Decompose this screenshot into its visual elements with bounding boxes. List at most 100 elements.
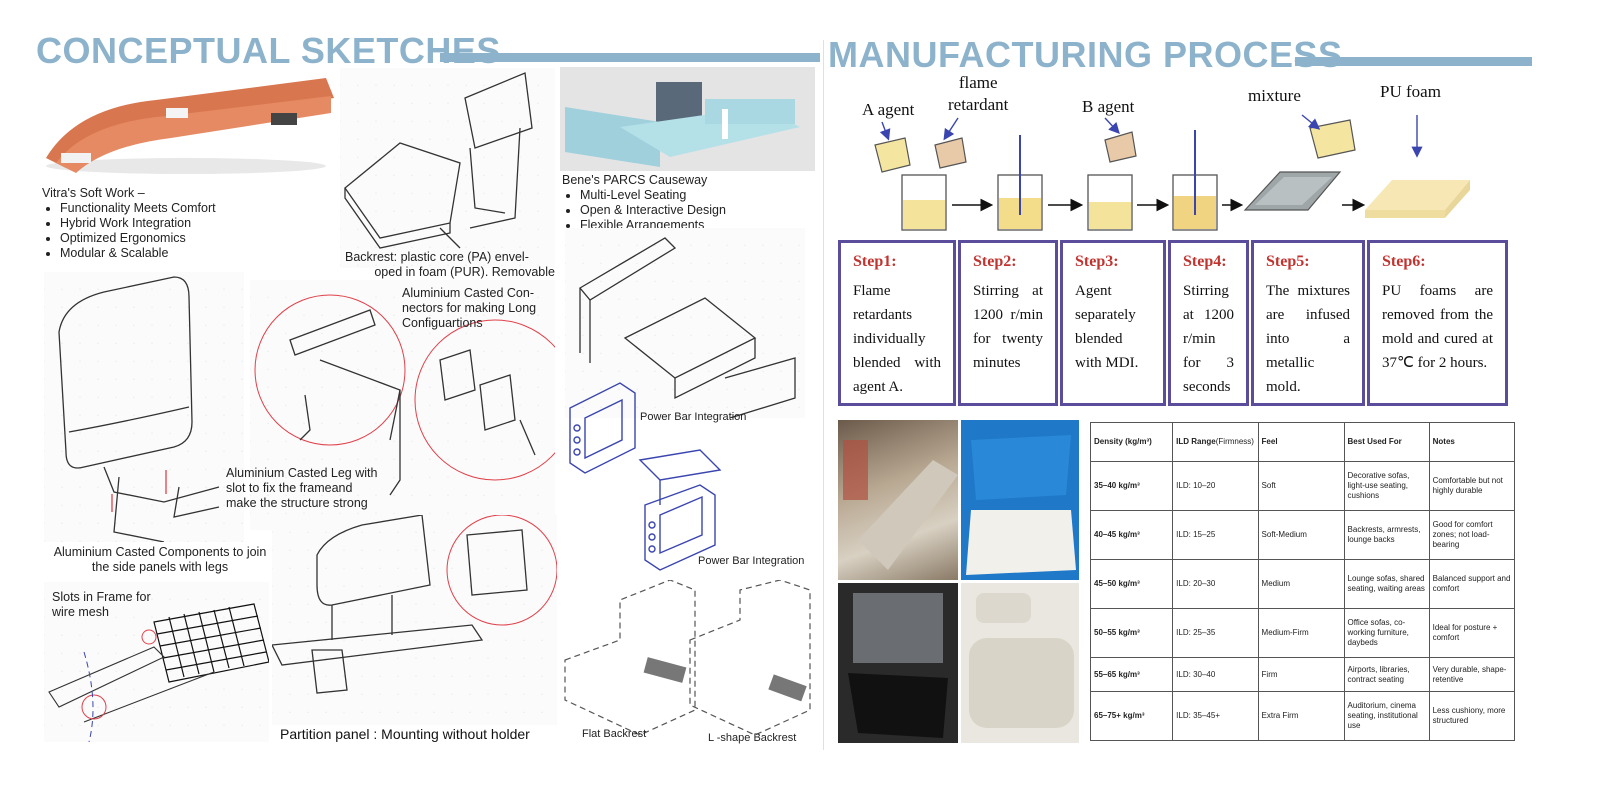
bene-caption: Bene's PARCS Causeway Multi-Level Seatin…	[562, 173, 817, 233]
label-a-agent: A agent	[862, 100, 915, 119]
header-ild: ILD Range(Firmness)	[1172, 422, 1259, 462]
cell-ild: ILD: 20–30	[1172, 559, 1259, 609]
table-row: 55–65 kg/m³ ILD: 30–40 Firm Airports, li…	[1089, 657, 1516, 692]
vitra-caption: Vitra's Soft Work – Functionality Meets …	[42, 186, 302, 261]
process-drawing	[874, 114, 1470, 231]
step-1-text: Flame retardants individually blended wi…	[853, 283, 941, 395]
step-5-title: Step5:	[1266, 253, 1310, 270]
density-table-wrapper: Density (kg/m³) ILD Range(Firmness) Feel…	[1089, 422, 1516, 741]
label-flame-line2: retardant	[948, 95, 1009, 114]
bene-bullet: Open & Interactive Design	[580, 203, 817, 218]
step-2-text: Stirring at 1200 r/min for twenty minute…	[973, 283, 1043, 371]
vitra-heading: Vitra's Soft Work –	[42, 186, 145, 200]
table-row: 50–55 kg/m³ ILD: 25–35 Medium-Firm Offic…	[1089, 608, 1516, 658]
manufacturing-process-title: MANUFACTURING PROCESS	[828, 34, 1343, 75]
cell-notes: Less cushiony, more structured	[1428, 691, 1516, 741]
cell-feel: Firm	[1257, 657, 1345, 692]
cell-best-used: Auditorium, cinema seating, institutiona…	[1343, 691, 1430, 741]
vitra-bullet: Optimized Ergonomics	[60, 231, 302, 246]
step-1-box: Step1: Flame retardants individually ble…	[838, 240, 956, 406]
photo-blue-mold-drawing	[966, 435, 1076, 575]
side-panel-drawing	[58, 276, 220, 543]
components-note-line2: the side panels with legs	[91, 560, 229, 574]
photo-mold-open-drawing	[848, 593, 948, 738]
cell-notes: Ideal for posture + comfort	[1428, 608, 1516, 658]
cell-notes: Balanced support and comfort	[1428, 559, 1516, 609]
backrest-note-line2: oped in foam (PUR). Removable	[374, 265, 555, 279]
header-firmness-text: (Firmness)	[1215, 437, 1254, 446]
cell-density: 50–55 kg/m³	[1089, 608, 1174, 658]
vitra-bullet: Functionality Meets Comfort	[60, 201, 302, 216]
step-1-title: Step1:	[853, 253, 897, 270]
bene-heading: Bene's PARCS Causeway	[562, 173, 708, 187]
photo-blue-mold	[961, 420, 1079, 580]
power-bar-1-drawing	[569, 382, 636, 474]
title-bar-right	[1295, 57, 1532, 66]
partition-drawing	[270, 514, 558, 694]
table-row: 65–75+ kg/m³ ILD: 35–45+ Extra Firm Audi…	[1089, 691, 1516, 741]
power-bar-label-1: Power Bar Integration	[640, 411, 747, 423]
cell-density: 35–40 kg/m³	[1089, 461, 1174, 511]
photo-pouring-drawing	[843, 440, 958, 570]
connectors-note-line3: Configuartions	[402, 316, 483, 330]
backrest-options-sketch	[560, 579, 815, 740]
sofa-illustration	[46, 78, 334, 174]
backrest-note: Backrest: plastic core (PA) envel- oped …	[345, 250, 555, 280]
cell-best-used: Airports, libraries, contract seating	[1343, 657, 1430, 692]
partition-note: Partition panel : Mounting without holde…	[280, 726, 530, 742]
leg-note-line2: slot to fix the frameand	[226, 481, 353, 495]
leg-note: Aluminium Casted Leg with slot to fix th…	[226, 466, 396, 511]
power-bar-1-sketch	[560, 378, 650, 478]
table-row: 35–40 kg/m³ ILD: 10–20 Soft Decorative s…	[1089, 461, 1516, 511]
leg-note-line3: make the structure strong	[226, 496, 368, 510]
label-flame-retardant: flame retardant	[948, 72, 1008, 116]
photo-pouring-mold	[838, 420, 958, 580]
step-4-text: Stirring at 1200 r/min for 3 seconds	[1183, 283, 1234, 395]
leg-note-line1: Aluminium Casted Leg with	[226, 466, 378, 480]
cell-ild: ILD: 25–35	[1172, 608, 1259, 658]
cell-feel: Soft-Medium	[1257, 510, 1345, 560]
vitra-bullet: Modular & Scalable	[60, 246, 302, 261]
flat-backrest-label: Flat Backrest	[582, 728, 647, 740]
process-illustration	[840, 110, 1520, 235]
cell-best-used: Lounge sofas, shared seating, waiting ar…	[1343, 559, 1430, 609]
connectors-note-line2: nectors for making Long	[402, 301, 537, 315]
label-mixture: mixture	[1248, 86, 1301, 105]
connectors-drawing	[254, 294, 576, 496]
partition-sketch	[270, 514, 558, 725]
step-3-box: Step3: Agent separately blended with MDI…	[1060, 240, 1166, 406]
step-6-text: PU foams are removed from the mold and c…	[1382, 283, 1493, 371]
conceptual-sketches-title: CONCEPTUAL SKETCHES	[36, 30, 501, 71]
photo-foam-drawing	[969, 593, 1074, 728]
label-pu-foam: PU foam	[1380, 82, 1441, 101]
cell-ild: ILD: 30–40	[1172, 657, 1259, 692]
photo-mold-open	[838, 583, 958, 743]
step-3-text: Agent separately blended with MDI.	[1075, 283, 1139, 371]
wire-mesh-sketch	[44, 582, 270, 743]
lshape-backrest-label: L -shape Backrest	[708, 732, 797, 744]
power-bar-label-2: Power Bar Integration	[698, 555, 805, 567]
wire-mesh-drawing	[48, 603, 270, 743]
cell-feel: Medium-Firm	[1257, 608, 1345, 658]
connectors-note-line1: Aluminium Casted Con-	[402, 286, 534, 300]
step-2-box: Step2: Stirring at 1200 r/min for twenty…	[958, 240, 1058, 406]
slots-note-line2: wire mesh	[52, 605, 109, 619]
cell-ild: ILD: 15–25	[1172, 510, 1259, 560]
cell-notes: Comfortable but not highly durable	[1428, 461, 1516, 511]
cell-feel: Soft	[1257, 461, 1345, 511]
vitra-bullet: Hybrid Work Integration	[60, 216, 302, 231]
slots-note-line1: Slots in Frame for	[52, 590, 151, 604]
cell-notes: Good for comfort zones; not load-bearing	[1428, 510, 1516, 560]
step-3-title: Step3:	[1075, 253, 1119, 270]
bene-parcs-image	[560, 67, 815, 171]
backrest-options-drawing	[564, 579, 811, 736]
header-ild-text: ILD Range	[1176, 437, 1216, 446]
header-best-used: Best Used For	[1343, 422, 1430, 462]
vitra-soft-work-image	[36, 68, 336, 178]
power-bar-2-sketch	[630, 445, 730, 575]
step-5-text: The mixtures are infused into a metallic…	[1266, 283, 1350, 395]
title-bar-left	[440, 53, 820, 62]
photo-foam-cushion	[961, 583, 1079, 743]
backrest-sketch-panel	[340, 68, 555, 268]
connectors-note: Aluminium Casted Con- nectors for making…	[402, 286, 562, 331]
